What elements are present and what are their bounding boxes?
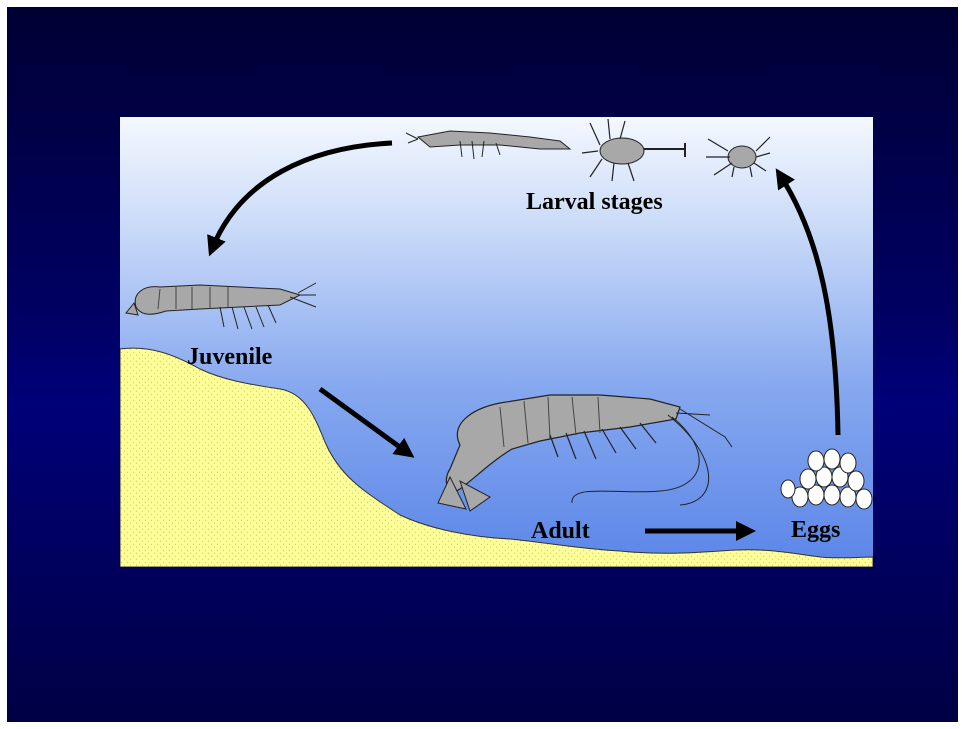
label-adult: Adult	[531, 518, 590, 544]
label-juvenile: Juvenile	[187, 344, 273, 370]
label-eggs: Eggs	[791, 517, 840, 543]
life-cycle-diagram: Larval stages Juvenile Adult Eggs	[120, 117, 873, 567]
slide-background: Larval stages Juvenile Adult Eggs	[7, 7, 958, 722]
label-larval-stages: Larval stages	[526, 189, 663, 215]
